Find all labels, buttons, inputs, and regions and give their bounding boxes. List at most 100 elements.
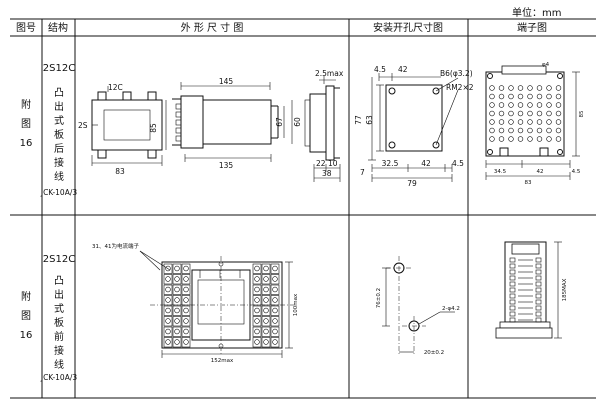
terminal-pin-icon	[536, 127, 543, 134]
terminal-pin-icon	[527, 85, 533, 91]
terminal-block-icon	[270, 295, 280, 306]
terminal-block-icon	[261, 295, 271, 306]
terminal-pin-icon	[527, 127, 533, 134]
terminal-screw-icon	[272, 265, 278, 272]
terminal-pin-icon	[489, 119, 495, 125]
terminal-block-icon	[172, 316, 182, 327]
terminal-pin-icon	[555, 136, 562, 142]
terminal-pin-icon	[517, 85, 524, 91]
terminal-pin-icon	[498, 136, 505, 142]
pin-icon	[509, 263, 516, 269]
pin-icon	[535, 257, 542, 263]
terminal-pin-icon	[498, 85, 505, 91]
terminal-screw-icon	[263, 328, 269, 335]
terminal-screw-icon	[263, 318, 269, 324]
terminal-block-icon	[163, 284, 173, 295]
terminal-pin-icon	[555, 110, 562, 117]
dim-12c: 12C	[108, 83, 123, 92]
terminal-screw-icon	[165, 265, 171, 272]
header-terminal: 端子图	[517, 21, 547, 34]
pin-icon	[535, 263, 542, 269]
row1-mount-drawing	[368, 73, 459, 182]
terminal-block-icon	[163, 326, 173, 337]
terminal-pin-icon	[489, 127, 495, 134]
svg-text:前: 前	[54, 330, 64, 343]
dim-term-34-5: 34.5	[494, 169, 507, 175]
row1-type-code: JCK-10A/3	[40, 188, 77, 197]
terminal-screw-icon	[165, 286, 171, 293]
dim-135: 135	[219, 161, 234, 170]
terminal-pin-icon	[508, 127, 514, 134]
terminal-pin-icon	[527, 93, 533, 100]
terminal-block-icon	[252, 316, 262, 327]
header-mount: 安装开孔尺寸图	[373, 21, 443, 34]
pin-icon	[535, 311, 542, 317]
terminal-block-icon	[172, 326, 182, 337]
svg-text:出: 出	[54, 288, 64, 301]
terminal-block-icon	[261, 274, 271, 285]
pin-icon	[535, 287, 542, 293]
dim-10: 10	[328, 159, 338, 168]
terminal-screw-icon	[272, 276, 278, 282]
terminal-pin-icon	[546, 93, 552, 100]
terminal-block-icon	[252, 305, 262, 316]
dim-7: 7	[360, 168, 365, 177]
terminal-screw-icon	[263, 276, 269, 282]
terminal-block-icon	[270, 305, 280, 316]
terminal-block-icon	[252, 274, 262, 285]
terminal-block-icon	[261, 284, 271, 295]
terminal-pin-icon	[527, 102, 533, 108]
terminal-screw-icon	[272, 307, 278, 314]
svg-text:凸: 凸	[54, 275, 64, 287]
terminal-pin-icon	[546, 127, 552, 134]
terminal-pin-icon	[555, 85, 562, 91]
terminal-pin-icon	[508, 136, 514, 142]
dim-76: 76±0.2	[376, 288, 382, 308]
terminal-block-icon	[181, 326, 191, 337]
row2-type-code: JCK-10A/3	[40, 373, 77, 382]
dim-38: 38	[322, 169, 332, 178]
dim-152max: 152max	[211, 358, 234, 364]
terminal-pin-icon	[536, 102, 543, 108]
svg-text:出: 出	[54, 100, 64, 113]
svg-text:式: 式	[54, 114, 64, 127]
row2-terminal-side	[495, 241, 562, 339]
terminal-screw-icon	[254, 286, 260, 293]
dim-83: 83	[115, 167, 125, 176]
dim-42-top: 42	[398, 65, 408, 74]
terminal-block-icon	[261, 337, 271, 348]
dim-rm: RM2×2	[446, 83, 474, 92]
dim-145: 145	[219, 77, 234, 86]
terminal-pin-icon	[527, 119, 533, 125]
terminal-screw-icon	[174, 297, 180, 303]
row1-structure: 凸 出 式 板 后 接 线	[54, 87, 64, 183]
dim-term-42: 42	[537, 169, 544, 175]
terminal-block-icon	[261, 326, 271, 337]
terminal-block-icon	[172, 305, 182, 316]
svg-text:线: 线	[54, 358, 64, 371]
terminal-block-icon	[252, 337, 262, 348]
terminal-block-icon	[261, 316, 271, 327]
pin-icon	[535, 317, 542, 323]
pin-icon	[535, 275, 542, 281]
terminal-screw-icon	[263, 339, 269, 345]
svg-text:凸: 凸	[54, 87, 64, 99]
pin-icon	[535, 299, 542, 305]
terminal-block-icon	[163, 316, 173, 327]
svg-text:式: 式	[54, 302, 64, 315]
terminal-block-icon	[181, 316, 191, 327]
pin-icon	[509, 293, 516, 299]
terminal-screw-icon	[165, 276, 171, 282]
header-outline: 外 形 尺 寸 图	[181, 21, 244, 34]
dim-4-5-top: 4.5	[374, 65, 386, 74]
terminal-block-icon	[172, 263, 182, 274]
terminal-screw-icon	[272, 297, 278, 303]
terminal-block-icon	[270, 284, 280, 295]
terminal-pin-icon	[536, 93, 543, 100]
terminal-pin-icon	[517, 110, 524, 117]
svg-text:板: 板	[54, 128, 64, 141]
dim-2-phi4-2: 2-φ4.2	[442, 306, 460, 312]
terminal-pin-icon	[555, 127, 562, 134]
terminal-block-icon	[261, 305, 271, 316]
terminal-screw-icon	[272, 339, 278, 345]
